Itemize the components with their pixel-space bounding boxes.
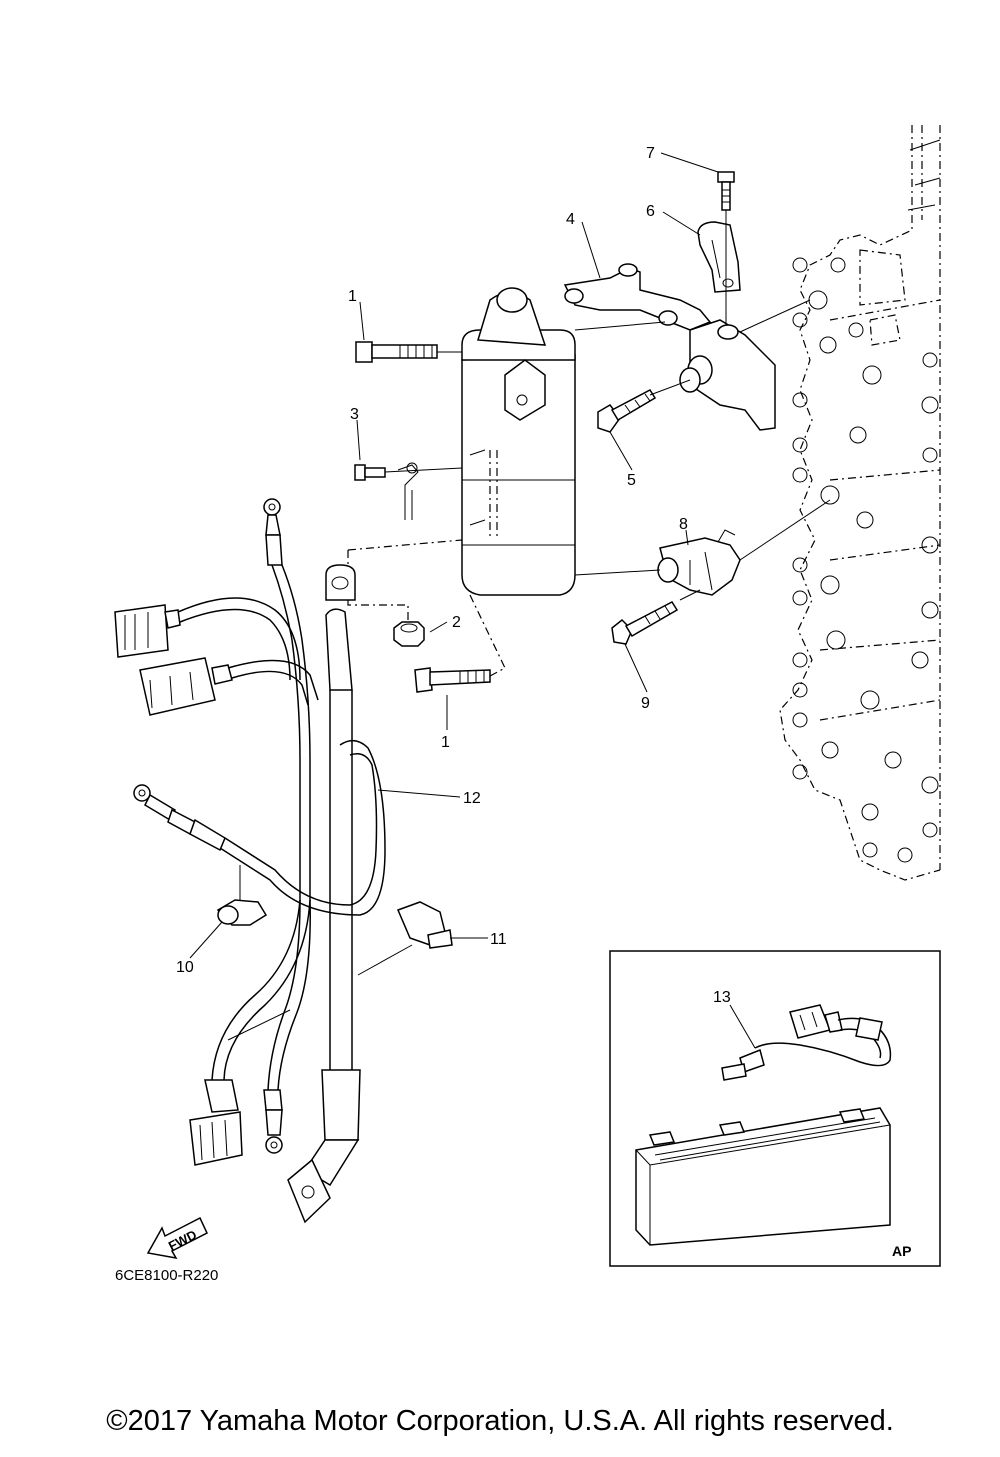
callout-3: 3 bbox=[350, 406, 359, 423]
inset-box bbox=[609, 950, 941, 1267]
callout-9: 9 bbox=[641, 695, 650, 712]
screw-3 bbox=[354, 462, 419, 520]
callout-8: 8 bbox=[679, 516, 688, 533]
nut-2 bbox=[393, 621, 425, 647]
starter-bracket bbox=[563, 263, 712, 331]
callout-13: 13 bbox=[713, 989, 731, 1006]
forward-arrow: FWD bbox=[146, 1216, 208, 1260]
wire-harness bbox=[114, 498, 453, 1224]
leader-lines bbox=[189, 152, 756, 1049]
callout-2: 2 bbox=[452, 614, 461, 631]
callout-4: 4 bbox=[566, 211, 575, 228]
callout-5: 5 bbox=[627, 472, 636, 489]
callout-10: 10 bbox=[176, 959, 194, 976]
callout-1-lower: 1 bbox=[441, 734, 450, 751]
fwd-label: FWD bbox=[166, 1227, 199, 1254]
callout-6: 6 bbox=[646, 203, 655, 220]
callout-1-upper: 1 bbox=[348, 288, 357, 305]
callout-labels: 1 1 2 3 4 5 6 7 8 9 10 11 12 13 bbox=[176, 145, 731, 1006]
callout-7: 7 bbox=[646, 145, 655, 162]
starter-mount-block bbox=[679, 319, 776, 431]
bolt-5 bbox=[597, 389, 657, 433]
bolt-1-lower bbox=[414, 667, 491, 693]
diagram-code: 6CE8100-R220 bbox=[115, 1267, 218, 1284]
inset-label: AP bbox=[892, 1243, 911, 1259]
callout-12: 12 bbox=[463, 790, 481, 807]
bolt-1-upper bbox=[355, 341, 438, 363]
assembly-lines bbox=[227, 210, 831, 1041]
upper-clamp bbox=[697, 221, 741, 293]
starter-motor bbox=[461, 287, 576, 596]
clamp-8 bbox=[657, 529, 741, 596]
callout-11: 11 bbox=[490, 931, 507, 948]
engine-block bbox=[779, 125, 941, 881]
copyright-notice: ©2017 Yamaha Motor Corporation, U.S.A. A… bbox=[106, 1405, 894, 1437]
bolt-7 bbox=[717, 171, 735, 211]
bolt-9 bbox=[611, 601, 679, 645]
